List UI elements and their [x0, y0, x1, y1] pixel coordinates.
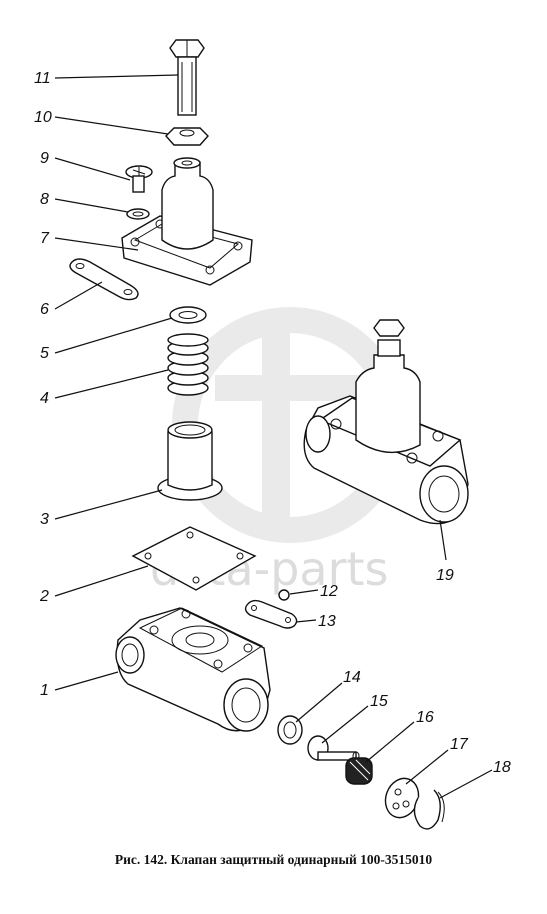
- callout-17: 17: [450, 736, 469, 753]
- part-19-assembly: [303, 319, 469, 525]
- callout-14: 14: [343, 669, 361, 686]
- callout-2: 2: [39, 588, 49, 605]
- part-5-washer: [169, 306, 207, 324]
- callout-18: 18: [493, 759, 511, 776]
- part-8-washer: [126, 208, 150, 220]
- part-12-screw: [278, 589, 290, 601]
- part-15-valve: [307, 735, 360, 761]
- callout-1: 1: [40, 682, 49, 699]
- callout-6: 6: [40, 301, 49, 318]
- callout-7: 7: [40, 230, 50, 247]
- part-3-cup: [157, 421, 223, 501]
- callout-15: 15: [370, 693, 388, 710]
- callout-10: 10: [34, 109, 52, 126]
- part-13-plate: [244, 599, 298, 629]
- callout-11: 11: [34, 70, 51, 87]
- callout-5: 5: [40, 345, 49, 362]
- part-10-nut: [165, 127, 209, 146]
- part-11-bolt: [169, 39, 205, 116]
- part-2-diaphragm: [131, 526, 257, 591]
- part-18-snap-ring: [413, 789, 445, 830]
- callout-13: 13: [318, 613, 336, 630]
- callout-labels: 11 10 9 8 7 6 5 4 3 2 1 12 13 14 15 16 1…: [34, 70, 511, 776]
- part-9-screw: [125, 165, 153, 193]
- callout-4: 4: [40, 390, 49, 407]
- callout-3: 3: [40, 511, 49, 528]
- part-14-ring: [277, 715, 303, 745]
- part-4-spring: [167, 333, 209, 396]
- part-1-body: [115, 607, 271, 732]
- leader-lines: [54, 74, 493, 799]
- callout-8: 8: [40, 191, 49, 208]
- part-6-gasket: [69, 258, 139, 301]
- callout-16: 16: [416, 709, 434, 726]
- callout-12: 12: [320, 583, 338, 600]
- figure-caption: Рис. 142. Клапан защитный одинарный 100-…: [114, 852, 433, 867]
- part-16-spring: [345, 757, 373, 785]
- callout-9: 9: [40, 150, 49, 167]
- callout-19: 19: [436, 567, 454, 584]
- part-7-cover: [121, 157, 253, 286]
